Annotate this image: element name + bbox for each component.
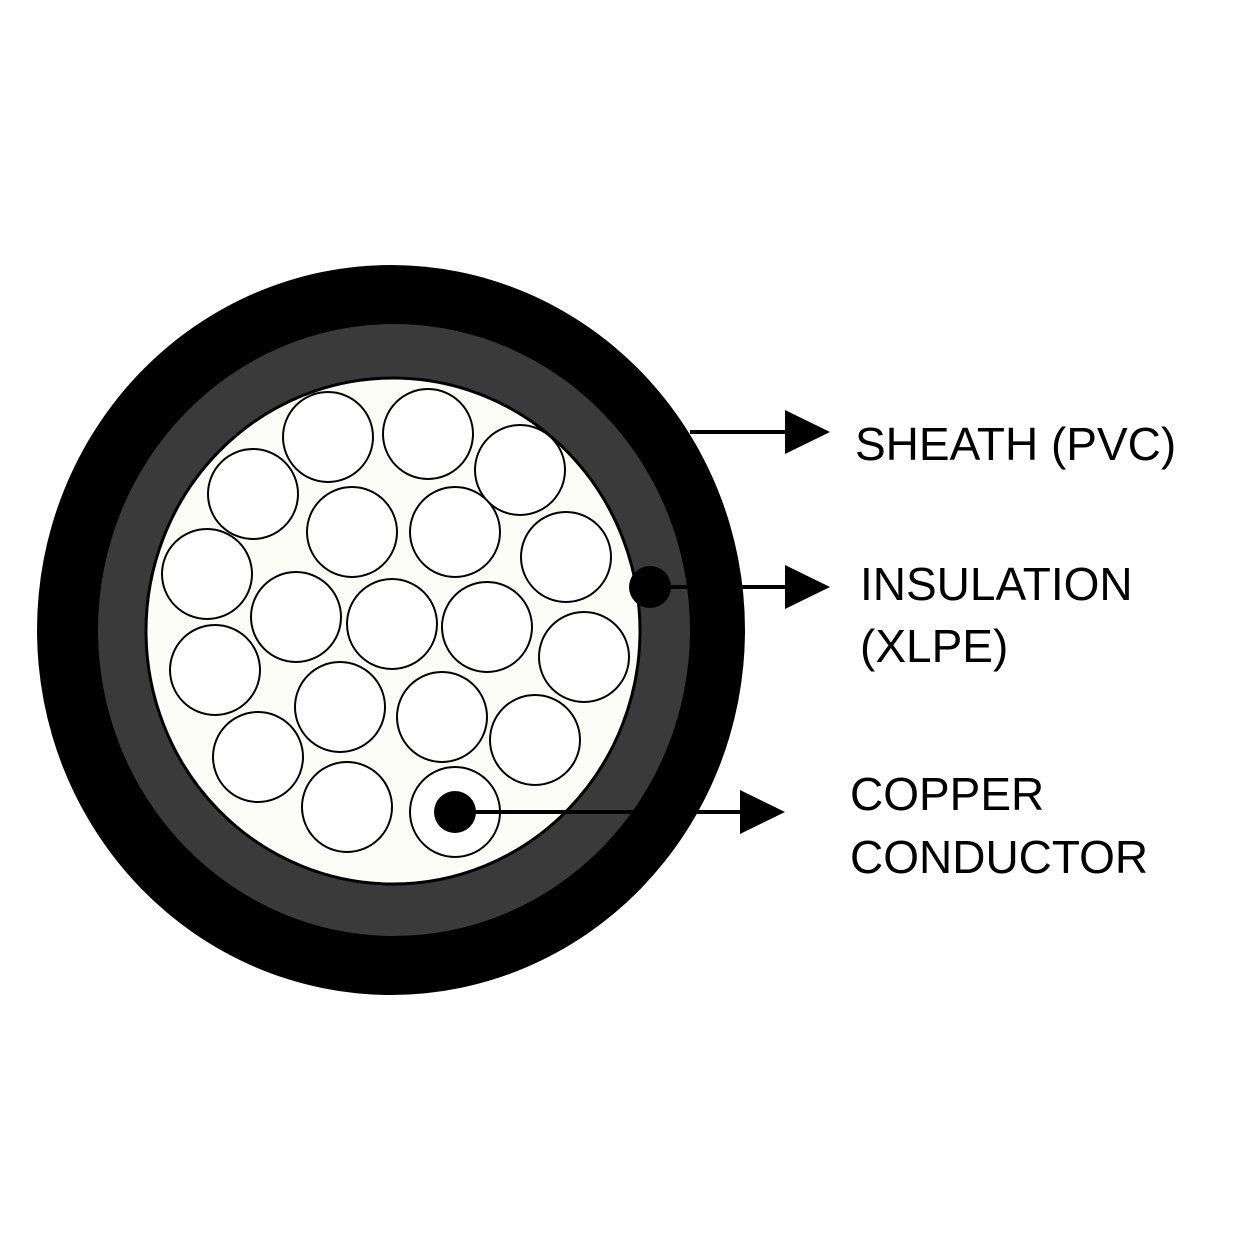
copper-strand bbox=[207, 448, 299, 540]
sheath-pointer bbox=[690, 410, 830, 454]
copper-strand bbox=[489, 694, 581, 786]
copper-strand bbox=[474, 424, 566, 516]
copper-strand bbox=[169, 624, 261, 716]
conductor-label-line2: CONDUCTOR bbox=[850, 831, 1148, 883]
insulation-label-line1: INSULATION bbox=[860, 558, 1133, 610]
copper-strand bbox=[520, 511, 612, 603]
insulation-pointer bbox=[629, 565, 830, 609]
conductor-label-line1: COPPER bbox=[850, 768, 1044, 820]
copper-strand bbox=[161, 528, 253, 620]
copper-strand bbox=[301, 761, 393, 853]
conductor-pointer bbox=[434, 790, 785, 834]
copper-strand bbox=[396, 671, 488, 763]
copper-strands bbox=[161, 388, 630, 858]
copper-strand bbox=[294, 661, 386, 753]
copper-strand bbox=[306, 486, 398, 578]
copper-strand bbox=[441, 581, 533, 673]
copper-strand bbox=[346, 578, 438, 670]
copper-strand bbox=[382, 388, 474, 480]
sheath-label: SHEATH (PVC) bbox=[855, 418, 1176, 470]
copper-strand bbox=[409, 486, 501, 578]
copper-strand bbox=[212, 711, 304, 803]
copper-strand bbox=[250, 571, 342, 663]
copper-strand bbox=[538, 611, 630, 703]
copper-strand bbox=[282, 391, 374, 483]
insulation-label-line2: (XLPE) bbox=[860, 620, 1008, 672]
